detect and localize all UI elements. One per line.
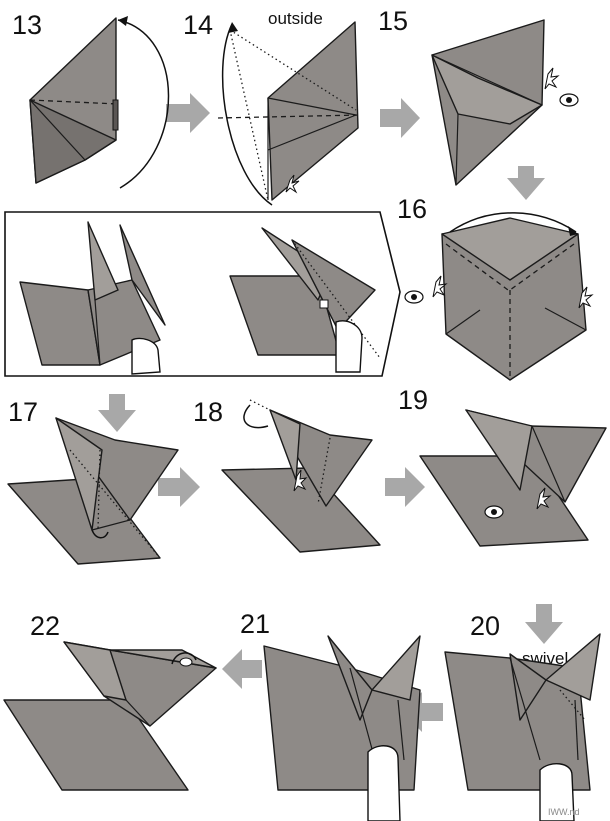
flow-arrow-21-22 [222,649,262,689]
watermark: IWW.nd [548,807,580,817]
step-15-figure [431,19,579,186]
flow-arrow-15-16 [507,166,545,200]
flow-arrow-13-14 [166,93,210,133]
step-20-figure [444,633,601,821]
eye-icon [559,93,579,107]
eye-icon-step16 [404,290,424,304]
step-number-15: 15 [378,6,408,36]
step-22-figure [3,641,217,791]
step-number-21: 21 [240,609,270,639]
step-number-13: 13 [12,10,42,40]
label-outside-step14: outside [268,9,323,28]
step-13-figure [29,16,170,189]
step-17-figure [7,417,179,565]
step-16-figure [432,212,594,381]
step-18-figure [221,399,381,553]
flow-arrow-down-20 [525,604,563,644]
step-19-figure [419,409,607,547]
step-number-19: 19 [398,385,428,415]
step-21-figure [263,635,421,821]
step-number-17: 17 [8,397,38,427]
step-14-figure [217,21,361,206]
flow-arrow-down-17 [98,394,136,432]
step-number-16: 16 [397,194,427,224]
step-number-22: 22 [30,611,60,641]
flow-arrow-14-15 [380,98,420,138]
eye-icon-step19 [484,505,504,519]
flow-arrow-17-18 [158,467,200,507]
step-number-20: 20 [470,611,500,641]
step-number-14: 14 [183,10,213,40]
flow-arrow-18-19 [385,467,425,507]
step-number-18: 18 [193,397,223,427]
inset-box [4,211,401,377]
